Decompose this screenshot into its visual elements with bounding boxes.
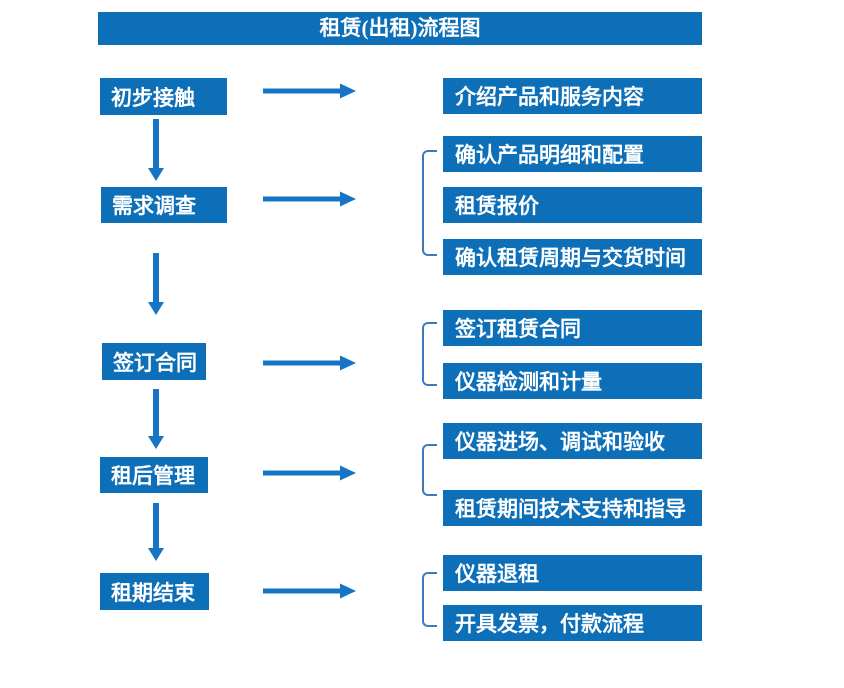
stage-box-demand-survey: 需求调查 bbox=[101, 187, 227, 223]
detail-box-sign-rental-contract: 签订租赁合同 bbox=[443, 310, 702, 346]
detail-box-instrument-testing: 仪器检测和计量 bbox=[443, 363, 702, 399]
detail-box-tech-support: 租赁期间技术支持和指导 bbox=[443, 490, 702, 526]
down-arrow-3 bbox=[145, 389, 167, 449]
detail-box-confirm-product-details: 确认产品明细和配置 bbox=[443, 136, 702, 172]
right-arrow-3 bbox=[263, 354, 357, 372]
detail-group-bracket-2 bbox=[422, 150, 437, 256]
right-arrow-5 bbox=[263, 582, 357, 600]
detail-box-instrument-setup: 仪器进场、调试和验收 bbox=[443, 423, 702, 459]
down-arrow-2 bbox=[145, 253, 167, 315]
detail-box-rental-quote: 租赁报价 bbox=[443, 187, 702, 223]
detail-box-intro-products: 介绍产品和服务内容 bbox=[443, 78, 702, 114]
right-arrow-1 bbox=[263, 82, 357, 100]
stage-box-sign-contract: 签订合同 bbox=[102, 343, 206, 380]
right-arrow-4 bbox=[263, 464, 357, 482]
down-arrow-1 bbox=[145, 119, 167, 181]
detail-box-invoice-payment: 开具发票，付款流程 bbox=[443, 605, 702, 641]
detail-group-bracket-4 bbox=[422, 444, 437, 496]
stage-box-initial-contact: 初步接触 bbox=[100, 78, 227, 115]
detail-group-bracket-3 bbox=[422, 322, 437, 386]
stage-box-rental-end: 租期结束 bbox=[100, 573, 209, 610]
detail-box-instrument-return: 仪器退租 bbox=[443, 555, 702, 591]
detail-box-confirm-rental-period: 确认租赁周期与交货时间 bbox=[443, 239, 702, 275]
right-arrow-2 bbox=[263, 190, 357, 208]
flowchart-title: 租赁(出租)流程图 bbox=[98, 12, 702, 45]
stage-box-post-rental-management: 租后管理 bbox=[100, 457, 208, 493]
down-arrow-4 bbox=[145, 503, 167, 561]
detail-group-bracket-5 bbox=[422, 572, 437, 627]
